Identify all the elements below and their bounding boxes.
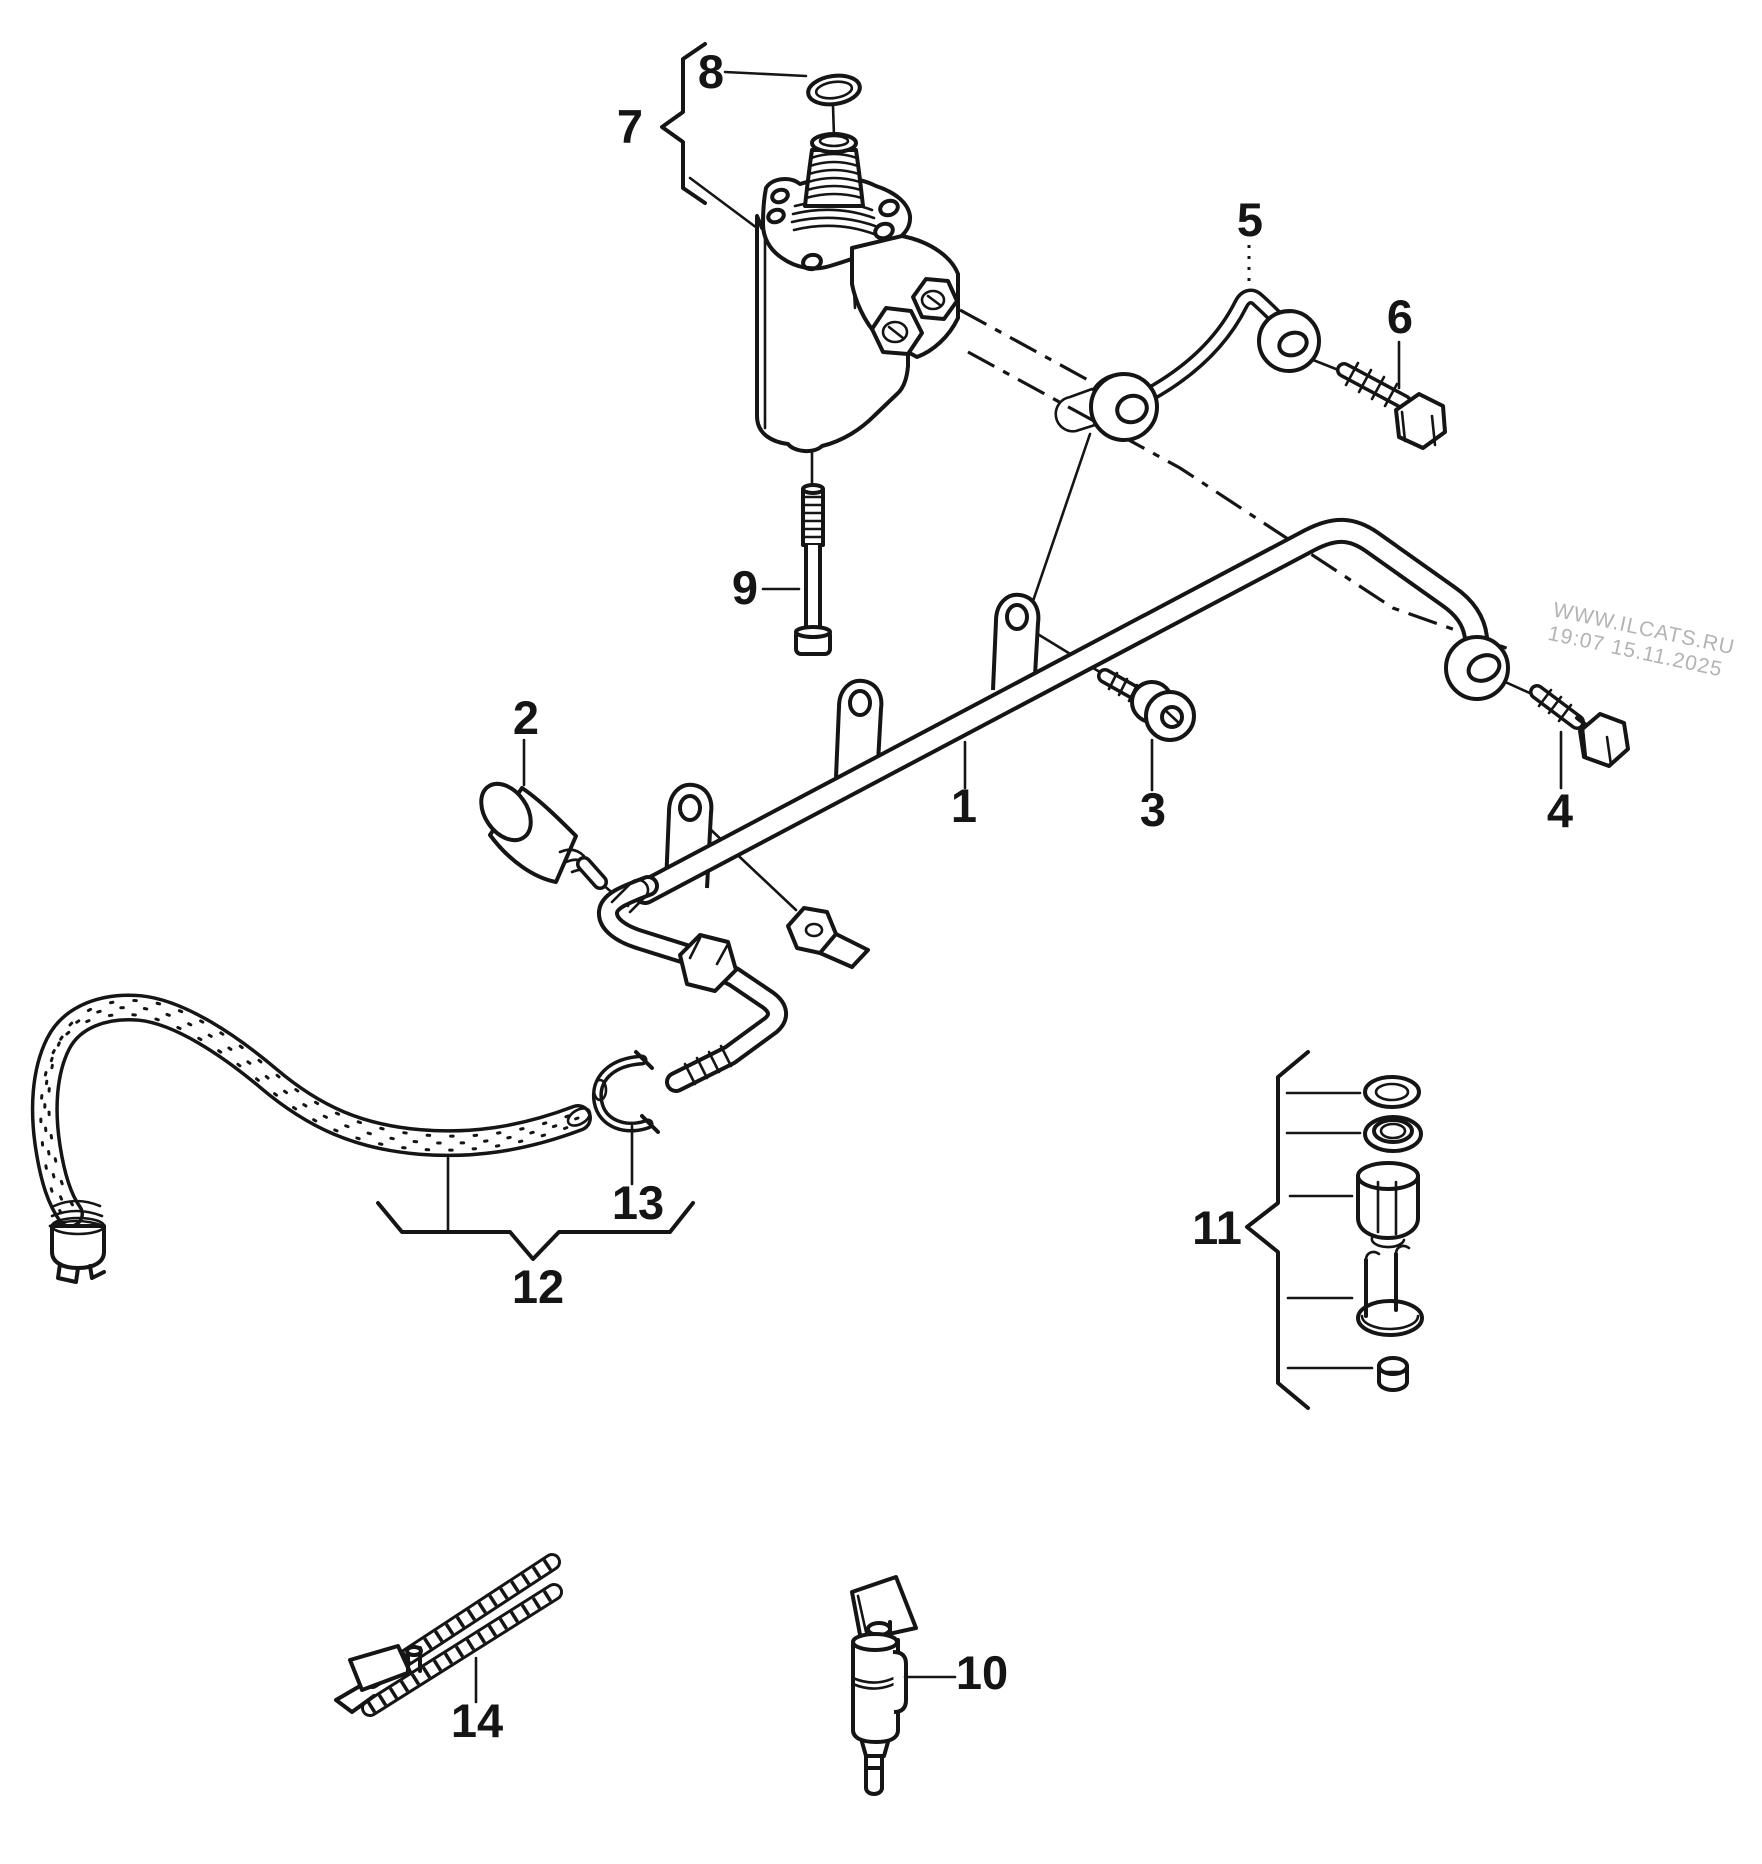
pump-mounting-bolt (794, 483, 832, 656)
callout-label-2: 2 (513, 691, 539, 744)
hose-clamp (591, 1050, 660, 1134)
callout-label-8: 8 (698, 45, 724, 98)
cable-tie (334, 1553, 563, 1717)
banjo-bolt-6 (1336, 361, 1447, 450)
callout-label-13: 13 (612, 1176, 664, 1229)
callout-label-12: 12 (512, 1260, 564, 1313)
callout-leaders (376, 42, 1563, 1704)
callout-label-1: 1 (951, 779, 977, 832)
callout-label-6: 6 (1387, 290, 1413, 343)
seal-ring (806, 73, 862, 107)
rail-screw (1097, 668, 1196, 742)
high-pressure-pump (755, 132, 960, 453)
callout-label-3: 3 (1140, 783, 1166, 836)
callout-label-9: 9 (732, 561, 758, 614)
alignment-dash-dot-lines (959, 308, 1513, 652)
watermark: WWW.ILCATS.RU 19:07 15.11.2025 (1546, 598, 1737, 681)
callout-label-14: 14 (451, 1694, 503, 1747)
fuel-hose (30, 993, 592, 1284)
injector-seal-kit (1356, 1075, 1424, 1392)
callout-label-10: 10 (956, 1646, 1008, 1699)
callout-label-4: 4 (1547, 784, 1573, 837)
thin-alignment-lines (600, 104, 1536, 912)
fuel-rail (597, 517, 1510, 1093)
callout-labels: 1 2 3 4 5 6 7 8 9 10 11 12 13 14 (451, 45, 1573, 1747)
connecting-pipe (1054, 288, 1321, 442)
hose-quick-connector (48, 1199, 106, 1284)
callout-label-7: 7 (617, 100, 643, 153)
callout-label-11: 11 (1192, 1201, 1242, 1254)
rail-end-cap (479, 781, 608, 890)
banjo-bolt-4 (1529, 684, 1630, 768)
fuel-injector (850, 1575, 918, 1796)
callout-label-5: 5 (1237, 193, 1263, 246)
